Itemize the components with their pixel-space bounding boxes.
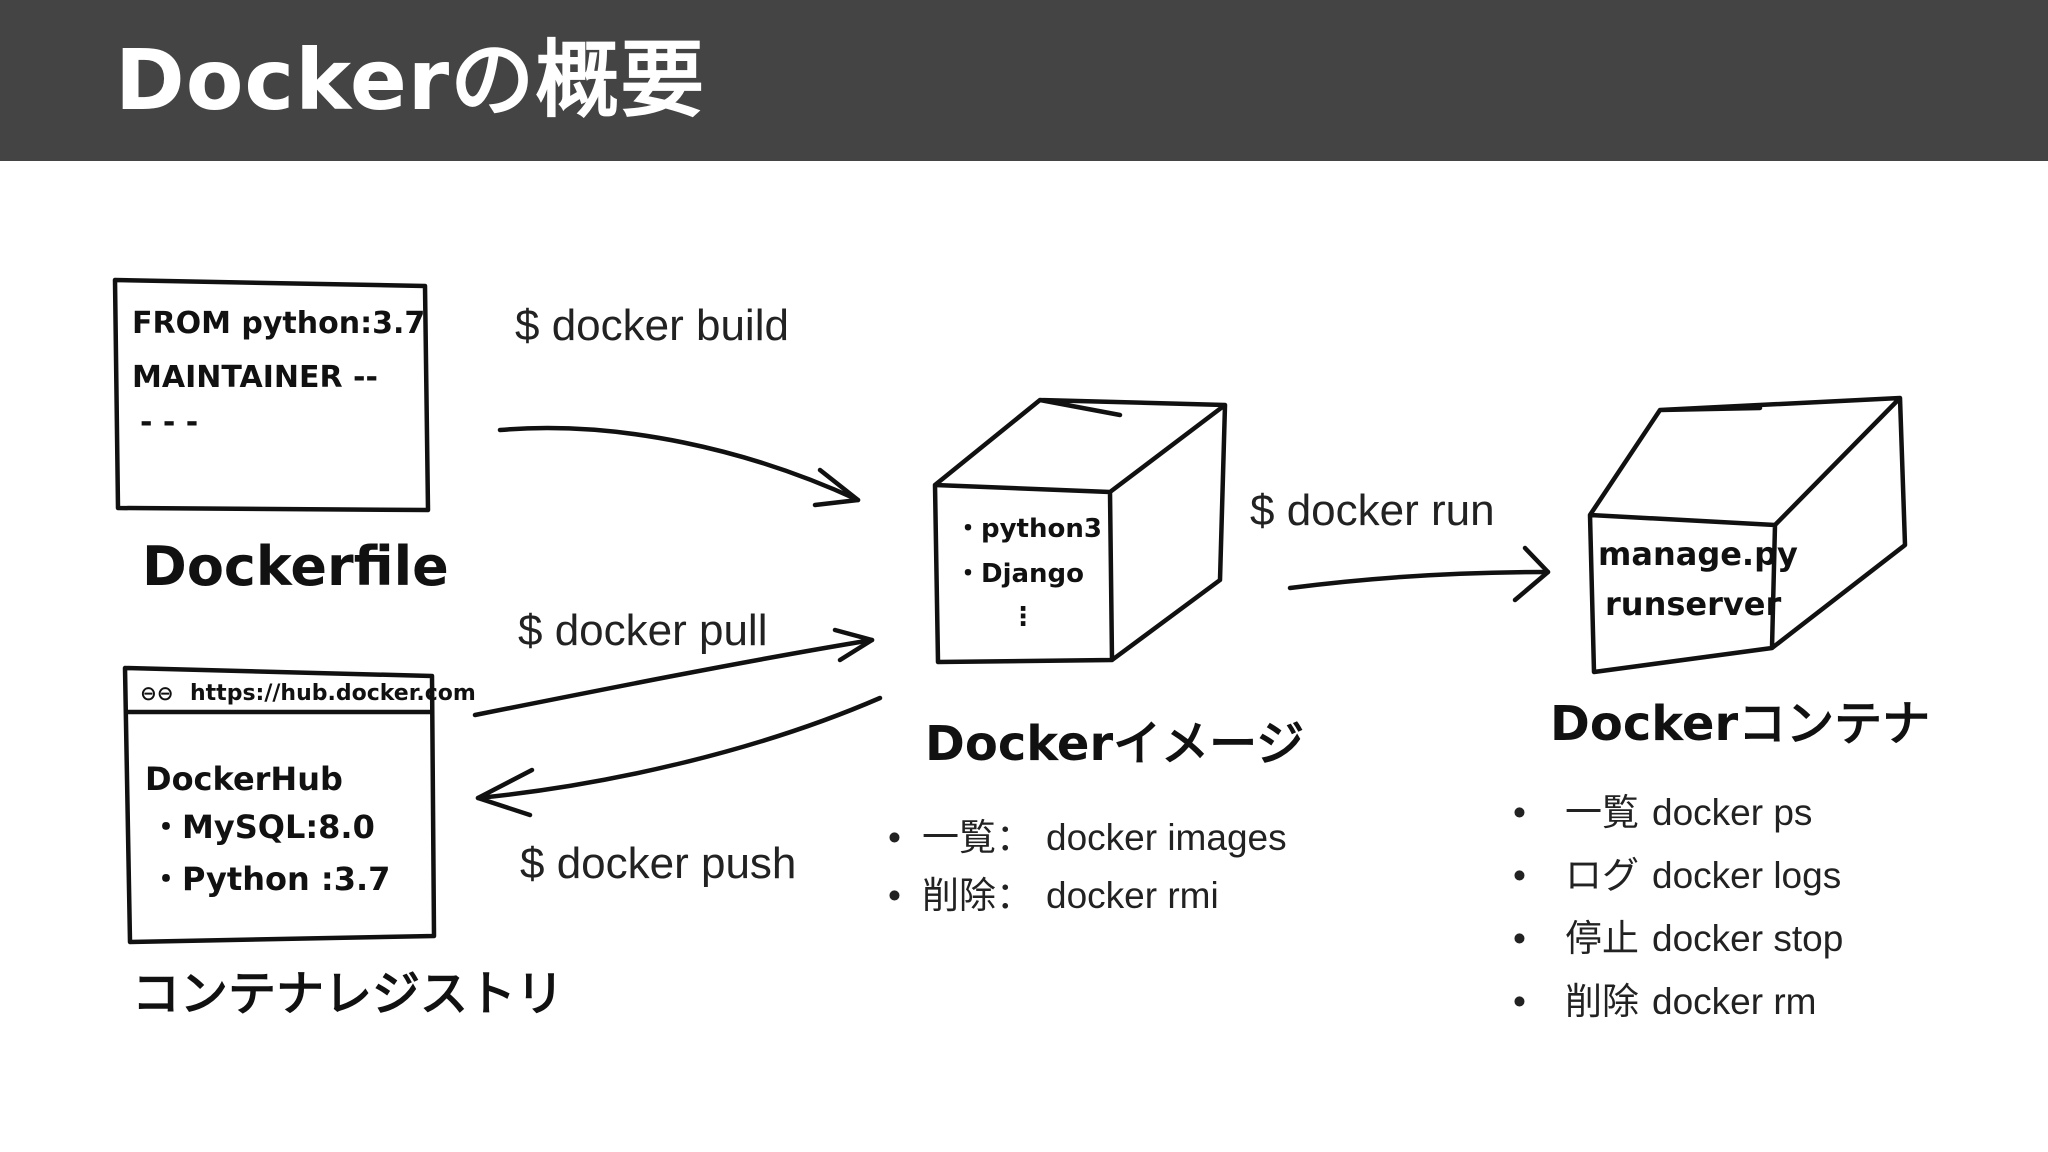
- image-item-2: ・Django: [955, 559, 1084, 589]
- container-line-1: manage.py: [1598, 535, 1798, 573]
- dockerfile-line-2: MAINTAINER --: [132, 360, 378, 395]
- container-caption: Dockerコンテナ: [1550, 696, 1930, 752]
- registry-node: ⊖⊖ https://hub.docker.com DockerHub ・MyS…: [122, 665, 564, 1022]
- push-command-label: $ docker push: [520, 839, 796, 888]
- build-command-label: $ docker build: [515, 301, 789, 350]
- run-arrow: $ docker run: [1250, 486, 1551, 603]
- registry-item-2: ・Python :3.7: [150, 860, 390, 898]
- link-icon: ⊖⊖: [140, 681, 174, 705]
- image-cmd-1-command: docker images: [1046, 817, 1287, 858]
- pull-arrow-line: [472, 637, 875, 718]
- container-cmd-2-bullet: •: [1513, 855, 1526, 896]
- docker-overview-diagram: FROM python:3.7 MAINTAINER -- - - - Dock…: [112, 277, 1930, 1022]
- registry-item-1: ・MySQL:8.0: [150, 808, 375, 846]
- container-cmd-4-bullet: •: [1513, 981, 1526, 1022]
- run-arrow-line: [1287, 569, 1551, 591]
- dockerfile-box: [112, 277, 431, 513]
- container-line-2: runserver: [1605, 585, 1781, 623]
- pull-arrow-head: [832, 627, 875, 663]
- image-cube: [932, 397, 1228, 665]
- registry-box: [122, 665, 437, 945]
- dockerfile-caption: Dockerfile: [142, 535, 449, 598]
- container-node: manage.py runserver Dockerコンテナ: [1550, 395, 1930, 752]
- registry-name: DockerHub: [145, 760, 343, 798]
- push-arrow-head: [475, 767, 535, 818]
- image-cmd-1-label: 一覧：: [922, 817, 1033, 858]
- container-cmd-1-command: docker ps: [1652, 792, 1812, 833]
- image-item-3: ⋮: [1010, 602, 1036, 632]
- container-cmd-2-label: ログ: [1565, 855, 1639, 896]
- build-arrow: $ docker build: [497, 301, 861, 508]
- container-cmd-3-command: docker stop: [1652, 918, 1843, 959]
- container-cmd-3-label: 停止: [1565, 918, 1639, 959]
- build-arrow-head: [812, 467, 861, 508]
- container-cmd-1-label: 一覧: [1565, 792, 1639, 833]
- image-cmd-2-label: 削除：: [922, 875, 1033, 916]
- dockerfile-line-1: FROM python:3.7: [132, 306, 425, 341]
- image-cmd-2-command: docker rmi: [1046, 875, 1219, 916]
- dockerfile-node: FROM python:3.7 MAINTAINER -- - - - Dock…: [112, 277, 449, 598]
- image-cmd-1-bullet: •: [888, 817, 901, 858]
- container-cmd-2-command: docker logs: [1652, 855, 1841, 896]
- image-node: ・python3 ・Django ⋮ Dockerイメージ: [925, 397, 1304, 772]
- registry-url: https://hub.docker.com: [190, 681, 476, 706]
- build-arrow-line: [497, 425, 861, 503]
- registry-caption: コンテナレジストリ: [132, 966, 564, 1022]
- pull-command-label: $ docker pull: [518, 606, 767, 655]
- image-item-1: ・python3: [955, 514, 1102, 544]
- title-bar: Dockerの概要: [0, 0, 2048, 161]
- image-caption: Dockerイメージ: [925, 716, 1304, 772]
- slide-title: Dockerの概要: [115, 31, 706, 129]
- container-cmd-4-label: 削除: [1565, 981, 1639, 1022]
- container-cube: [1587, 395, 1908, 675]
- image-cmd-2-bullet: •: [888, 875, 901, 916]
- container-cmd-1-bullet: •: [1513, 792, 1526, 833]
- run-arrow-head: [1512, 545, 1551, 603]
- container-cmd-4-command: docker rm: [1652, 981, 1816, 1022]
- dockerfile-line-3: - - -: [140, 405, 198, 440]
- push-arrow-line: [475, 695, 883, 801]
- image-command-list: • 一覧： docker images • 削除： docker rmi: [888, 817, 1287, 916]
- push-arrow: $ docker push: [475, 695, 883, 888]
- pull-arrow: $ docker pull: [472, 606, 875, 718]
- run-command-label: $ docker run: [1250, 486, 1495, 535]
- container-cmd-3-bullet: •: [1513, 918, 1526, 959]
- container-command-list: • 一覧 docker ps • ログ docker logs • 停止 doc…: [1513, 792, 1843, 1022]
